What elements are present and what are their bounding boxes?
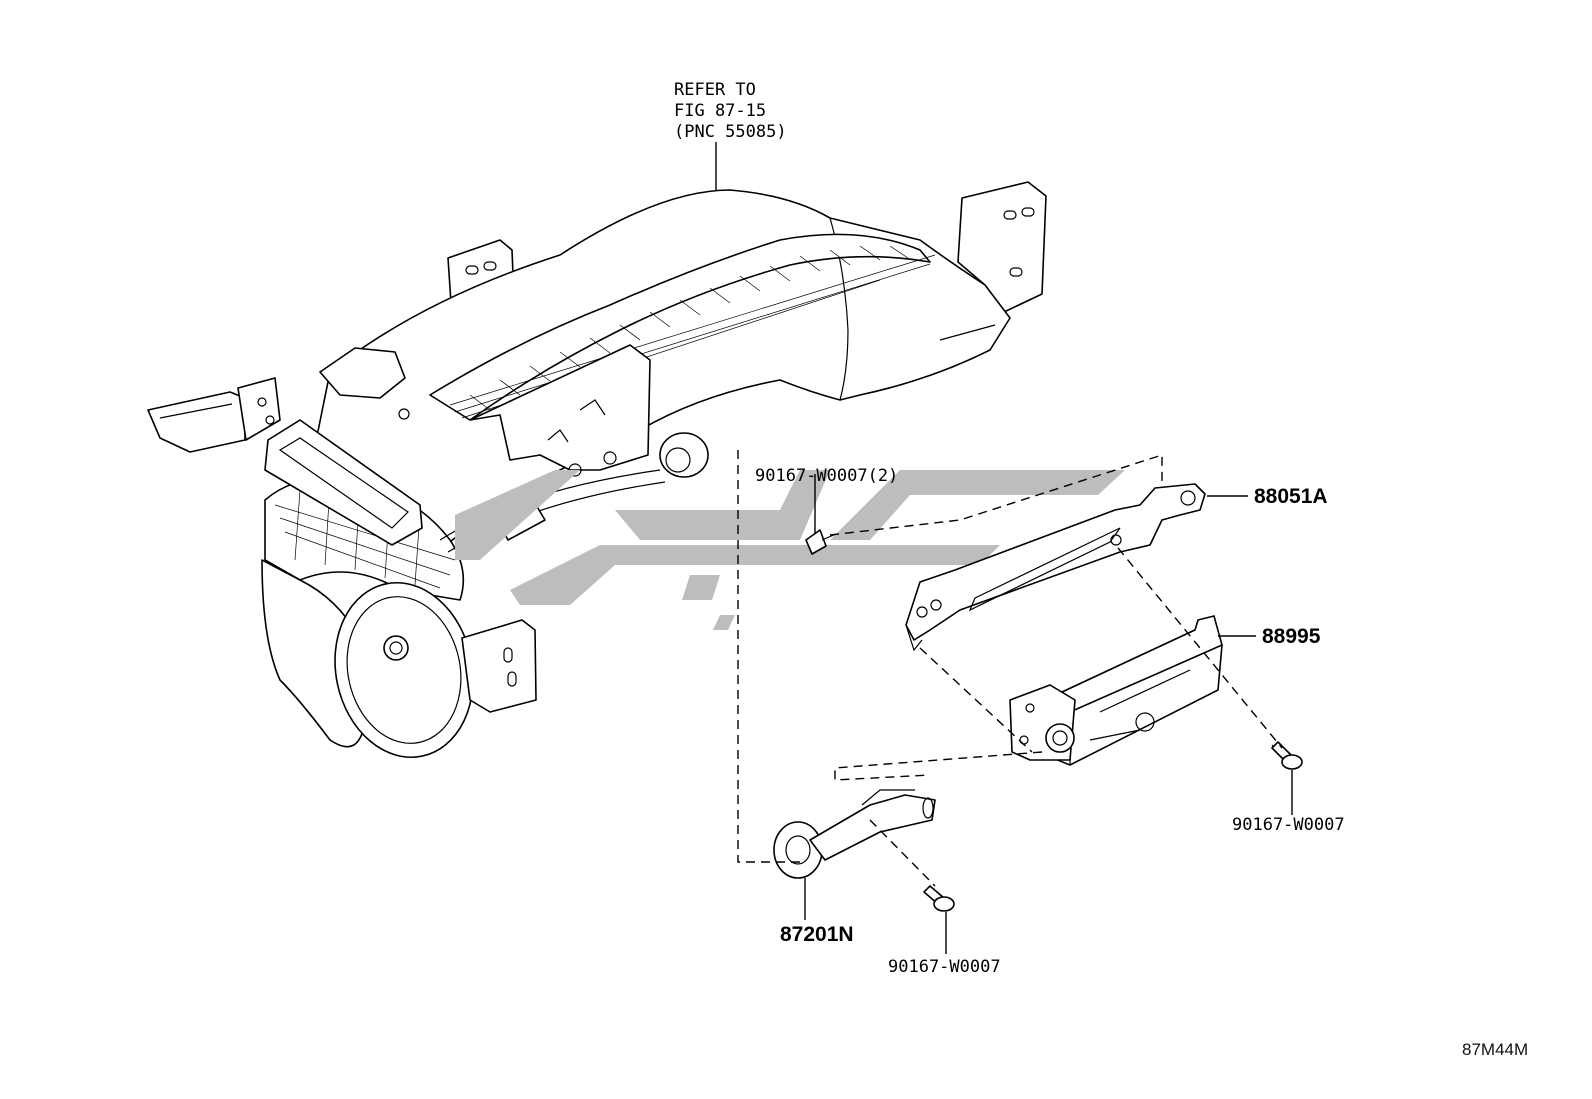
bolt-right: [1271, 741, 1303, 770]
reference-line-2: FIG 87-15: [674, 101, 766, 121]
callout-bracket: 88051A: [1254, 485, 1328, 508]
figure-code: 87M44M: [1462, 1040, 1528, 1059]
reference-line-1: REFER TO: [674, 80, 756, 100]
air-duct-assembly: [147, 181, 1047, 759]
callout-bolt-bottom: 90167-W0007: [888, 957, 1001, 977]
bolt-bottom: [923, 885, 955, 912]
callout-module: 88995: [1262, 625, 1321, 648]
module-88995: [1009, 615, 1223, 766]
callout-bolt-right: 90167-W0007: [1232, 815, 1345, 835]
microphone-87201n: [773, 789, 936, 879]
installation-lines: [737, 450, 1283, 887]
callout-mic-part: 87201N: [780, 923, 854, 946]
bracket-88051a: [905, 483, 1206, 652]
watermark-logo: [455, 470, 1125, 630]
callout-bolt-top: 90167-W0007(2): [755, 466, 898, 486]
leader-lines: [715, 142, 1293, 954]
reference-line-3: (PNC 55085): [674, 122, 787, 142]
